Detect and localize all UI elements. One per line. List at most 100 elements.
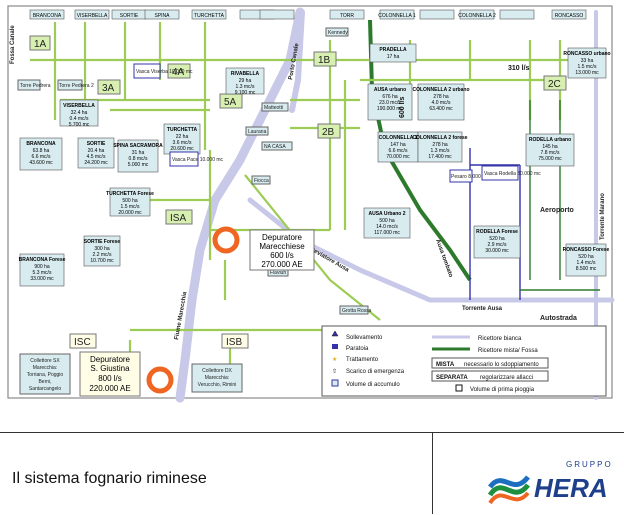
basin-title: RONCASSO Forese [563,247,610,253]
legend-separata-text: regolarizzare allacci [480,375,533,381]
basin-title: SORTIE Forese [84,239,121,245]
basin-line: 5.3 mc/s [33,270,52,276]
basin-line: 33.000 mc [30,276,54,282]
basin-line: 33 ha [581,58,594,64]
basin-line: 9.100 mc [235,90,256,96]
basin-title: AUSA Urbano 2 [368,211,405,217]
basin-line: 500 ha [379,218,395,224]
pesaro-label: Pesaro 8.000 mc [451,174,489,180]
accumulo-icon [331,379,339,387]
logo-hera: HERA [534,473,608,503]
basin-box-col2f [417,131,463,163]
basin-line: 31 ha [132,150,145,156]
basin-box-ausa_u [367,83,413,121]
top-station-box [144,9,180,20]
hera-wave-icon-2 [488,475,530,489]
top-station-label: TURCHETTA [194,13,225,19]
basin-line: 29 ha [239,78,252,84]
basin-line: 23.0 mc/s [379,100,401,106]
collector-sx: Collettore SX Marecchia: Torriana, Poggi… [19,353,71,395]
basin-line: 520 ha [578,254,594,260]
basin-line: 3.6 mc/s [173,140,192,146]
basin-line: 900 ha [34,264,50,270]
top-station-label: SORTIE [120,13,139,19]
collector-dx-l3: Verucchio, Rimini [198,382,237,388]
collector-sx-l2: Marecchia: [33,365,57,371]
basin-title: AUSA urbano [374,87,406,93]
basin-title: RIVABELLA [231,71,260,77]
hera-logo: GRUPPO HERA [488,460,611,505]
basin-line: 278 ha [432,142,448,148]
scarico-icon: ⇧ [332,368,337,375]
top-station-box [29,9,65,20]
basin-title: BRANCONA [26,141,56,147]
basin-line: 14.0 mc/s [376,224,398,230]
dark-green-pipes [520,100,600,291]
legend-separata-label: SEPARATA [436,375,468,381]
plant-icon [212,226,240,254]
basin-line: 1.3 mc/s [431,148,450,154]
basin-box-turchetta_f [109,187,151,217]
legend-ricettore-mista: Ricettore mista/ Fossa [478,348,538,354]
plant-card [249,229,315,271]
basin-line: 0.8 mc/s [129,156,148,162]
torre-pedrera: Torre Pedrera [20,83,51,89]
basin-title: COLONNELLA 1 [379,135,418,141]
basin-line: 32.4 ha [71,110,88,116]
basin-line: 6.6 mc/s [32,154,51,160]
collector-sx-l1: Collettore SX [30,358,60,364]
legend-ricettore-bianca: Ricettore bianca [478,336,522,342]
vasca-rodella: Vasca Rodella 30.000 mc [484,171,541,177]
basin-title: PRADELLA [379,47,407,53]
top-station-label: TORR [340,13,354,19]
basin-title: RONCASSO urbano [563,51,610,57]
basin-box-ausa2 [363,207,411,239]
slide-caption: Il sistema fognario riminese [12,470,207,487]
legend-paratoia: Paratoia [346,346,369,352]
basin-line: 22 ha [176,134,189,140]
top-station-box [329,9,365,20]
basin-line: 117.000 mc [374,230,400,236]
basin-line: 8.500 mc [576,266,597,272]
legend-mista-text: necessario lo sdoppiamento [464,362,539,368]
basin-line: 4.5 mc/s [87,154,106,160]
plant-icon [146,366,174,394]
zone-3a: 3A [102,83,115,94]
small-labels: Torre Pedrera Torre Pedrera 2 Vasca Vise… [17,27,541,315]
basin-line: 190.000 mc [377,106,404,112]
basin-box-col2u [417,83,465,121]
plant-marecchiese-l4: 270.000 AE [261,260,302,269]
basin-title: BRANCONA Forese [19,257,66,263]
casa-label: NA CASA [264,144,286,150]
zone-5a: 5A [224,97,237,108]
basin-line: 10.700 mc [90,258,114,264]
basin-line: 20.600 mc [170,146,194,152]
matteotti-label: Matteotti [264,105,283,111]
top-station-label: SPINA [154,13,170,19]
basin-line: 676 ha [382,94,398,100]
basin-box-rodella_u [525,133,575,167]
basin-line: 1.5 mc/s [578,64,597,70]
basin-line: 13.000 mc [575,70,599,76]
collector-dx-l1: Collettore DX [202,368,232,374]
basin-line: 70.000 mc [386,154,410,160]
basin-title: COLONNELLA 2 urbano [412,87,469,93]
basin-line: 5.700 mc [69,122,90,128]
paratoia-icon [332,344,338,349]
laurana-label: Laurana [248,129,267,135]
plant-sg-l3: 800 l/s [98,374,122,383]
basin-title: RODELLA urbano [529,137,571,143]
legend: Sollevamento Paratoia ★ Trattamento ⇧ Sc… [321,325,607,397]
basin-line: 5.000 mc [128,162,149,168]
basin-box-pradella [369,43,417,63]
basin-line: 6.6 mc/s [389,148,408,154]
place-autostrada: Autostrada [540,315,577,322]
fiume-marecchia [175,7,305,403]
basin-line: 30.000 mc [485,248,509,254]
basin-line: 20.4 ha [88,148,105,154]
zone-labels: 1A 3A 4A 5A 1B 2B 2C ISA ISC ISB [29,35,567,349]
basin-box-brancona [19,137,63,171]
